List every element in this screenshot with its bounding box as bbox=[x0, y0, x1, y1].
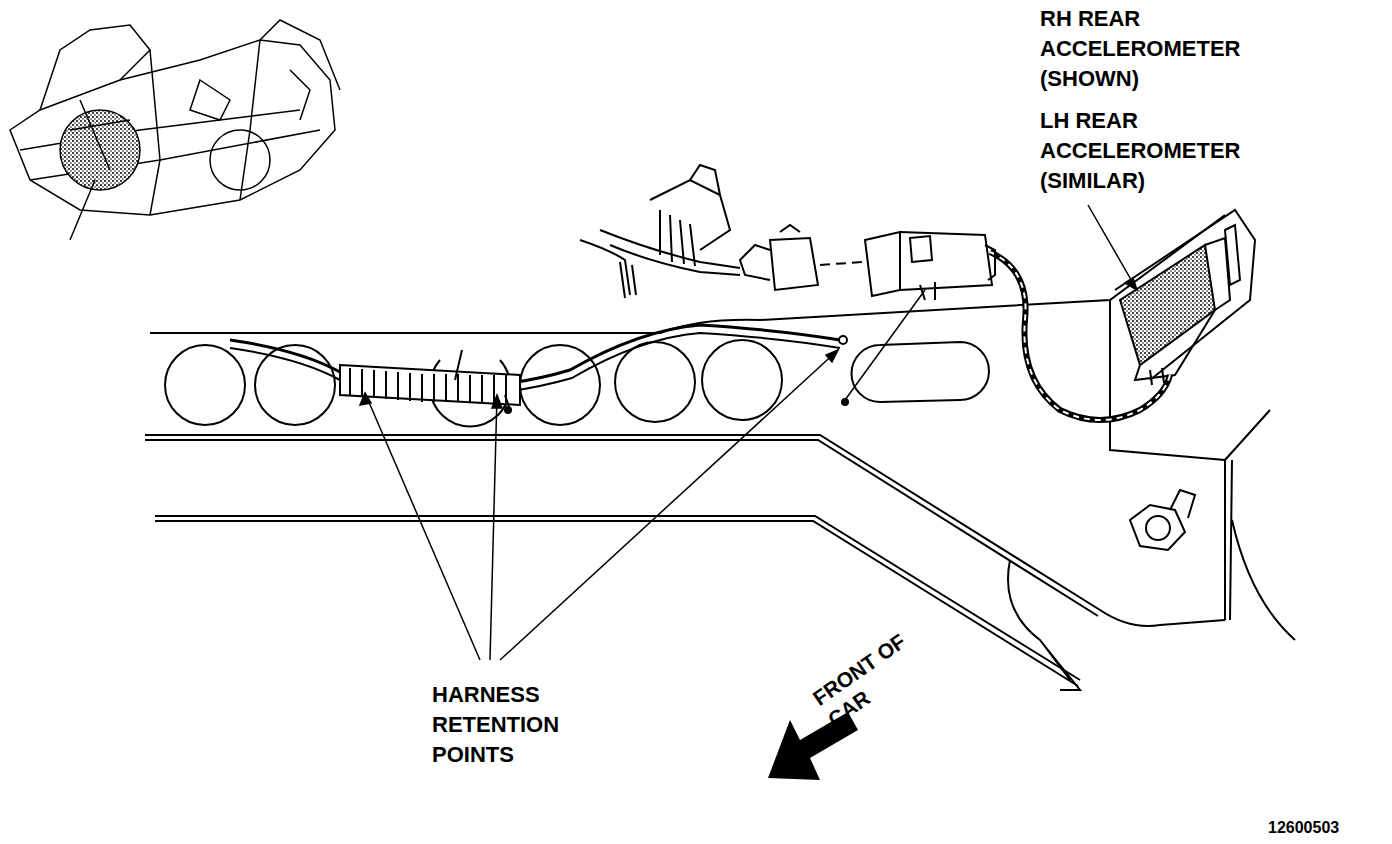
leader-lines bbox=[360, 205, 1137, 660]
part-label: RH REAR ACCELEROMETER (SHOWN) bbox=[1040, 4, 1290, 94]
direction-label: FRONT OF CAR bbox=[808, 627, 928, 733]
harness-connectors bbox=[580, 165, 995, 300]
frame-rail bbox=[145, 215, 1295, 690]
wiring-harness bbox=[230, 252, 1170, 420]
bracket-and-bolt bbox=[1115, 210, 1255, 550]
accelerometer-sensor bbox=[1120, 238, 1230, 385]
callout-label: HARNESS RETENTION POINTS bbox=[432, 680, 602, 770]
part-label: LH REAR ACCELEROMETER (SIMILAR) bbox=[1040, 106, 1290, 196]
figure-number: 12600503 bbox=[1268, 818, 1388, 838]
inset-car-view bbox=[10, 20, 340, 240]
